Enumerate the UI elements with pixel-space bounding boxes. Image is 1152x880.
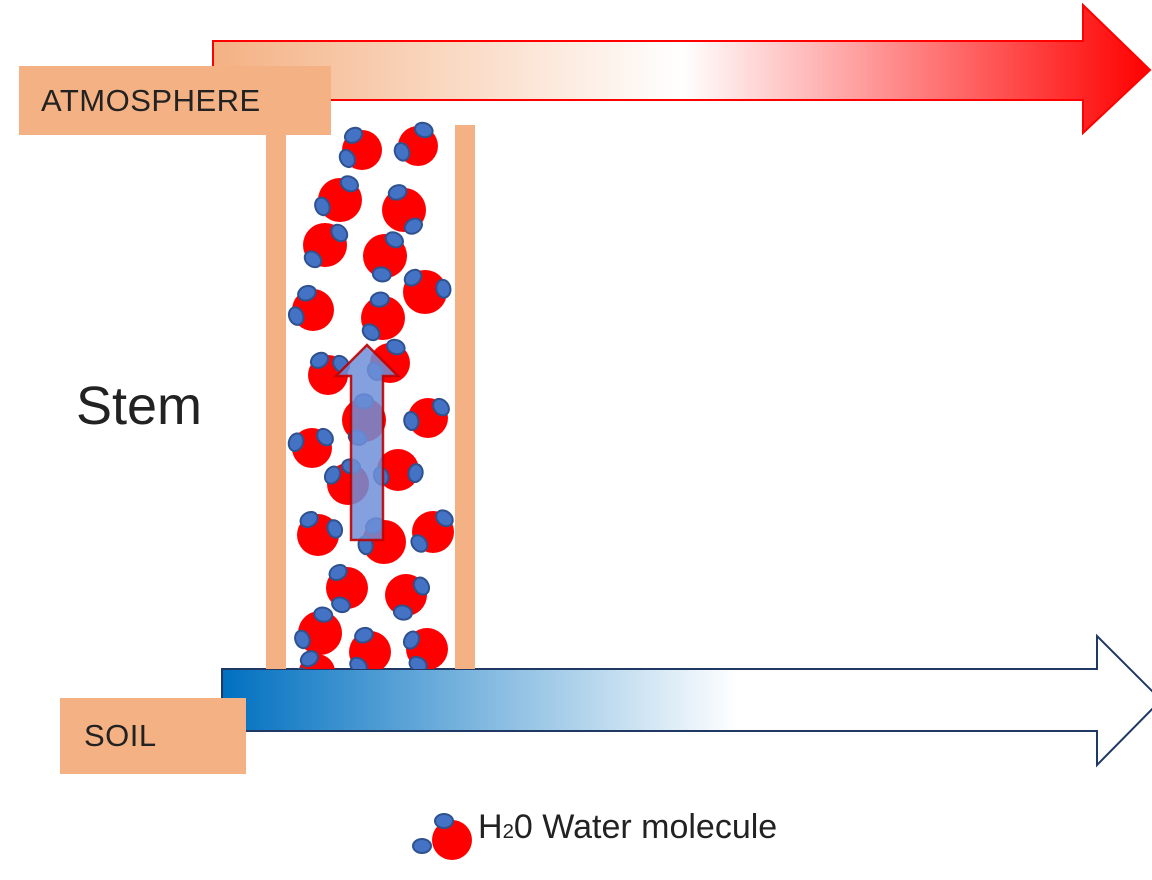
hydrogen-atom xyxy=(294,629,311,650)
legend-hydrogen-atom xyxy=(412,838,432,854)
hydrogen-atom xyxy=(386,338,406,356)
upward-flow-arrow xyxy=(332,343,402,542)
hydrogen-atom xyxy=(313,606,334,623)
water-molecule xyxy=(385,574,431,621)
water-molecule xyxy=(297,510,344,556)
hydrogen-atom xyxy=(361,323,381,342)
hydrogen-atom xyxy=(403,411,420,431)
hydrogen-atom xyxy=(294,667,311,669)
hydrogen-atom xyxy=(287,432,305,452)
water-molecule xyxy=(303,223,349,269)
hydrogen-atom xyxy=(393,142,411,162)
hydrogen-atom xyxy=(299,650,319,668)
water-molecule xyxy=(403,397,450,438)
water-molecule xyxy=(287,284,334,331)
hydrogen-atom xyxy=(407,463,424,484)
molecule-group xyxy=(287,121,454,669)
water-molecule xyxy=(402,628,448,669)
water-molecule xyxy=(410,509,454,553)
water-molecule xyxy=(372,449,424,491)
legend-formula-base: H xyxy=(478,808,503,846)
legend-formula-rest: 0 xyxy=(513,808,533,846)
water-molecule xyxy=(338,126,382,170)
hydrogen-atom xyxy=(408,655,428,669)
hydrogen-atom xyxy=(328,563,348,582)
stem-tube-wall-left xyxy=(266,127,286,669)
water-molecule xyxy=(403,268,452,314)
hydrogen-atom xyxy=(371,266,392,283)
water-molecule xyxy=(314,175,362,222)
hydrogen-atom xyxy=(392,604,413,621)
hydrogen-atom xyxy=(309,351,330,369)
water-molecule xyxy=(382,184,426,235)
hydrogen-atom xyxy=(414,121,434,139)
hydrogen-atom xyxy=(349,656,368,669)
hydrogen-atom xyxy=(316,427,334,447)
hydrogen-atom xyxy=(369,291,390,308)
legend-oxygen-atom xyxy=(432,820,472,860)
water-molecule xyxy=(349,626,391,669)
water-molecule xyxy=(287,427,334,468)
hydrogen-atom xyxy=(339,175,359,193)
water-molecule xyxy=(393,121,438,166)
hydrogen-atom xyxy=(432,397,450,417)
water-molecule xyxy=(326,563,368,614)
hydrogen-atom xyxy=(402,630,421,650)
legend-formula-sub: 2 xyxy=(502,821,514,844)
hydrogen-atom xyxy=(343,126,364,144)
hydrogen-atom xyxy=(331,596,351,614)
hydrogen-atom xyxy=(412,576,431,596)
soil-label: SOIL xyxy=(60,698,246,774)
legend-text: Water molecule xyxy=(532,808,778,846)
water-molecule xyxy=(363,231,407,283)
hydrogen-atom xyxy=(297,284,317,302)
hydrogen-atom xyxy=(323,465,342,485)
hydrogen-atom xyxy=(387,184,408,201)
hydrogen-atom xyxy=(338,148,356,169)
hydrogen-atom xyxy=(330,223,349,243)
water-molecule-legend-icon xyxy=(412,813,472,860)
hydrogen-atom xyxy=(326,519,344,539)
water-molecule xyxy=(294,606,342,655)
hydrogen-atom xyxy=(384,231,404,249)
hydrogen-atom xyxy=(403,268,423,287)
hydrogen-atom xyxy=(314,196,331,217)
stem-tube-wall-right xyxy=(455,125,475,669)
hydrogen-atom xyxy=(435,278,452,299)
water-molecules xyxy=(287,121,454,669)
hydrogen-atom xyxy=(303,250,323,269)
atmosphere-label: ATMOSPHERE xyxy=(19,66,331,135)
hydrogen-atom xyxy=(354,626,374,644)
atmosphere-gradient-arrow xyxy=(212,2,1152,136)
hydrogen-atom xyxy=(299,510,319,529)
hydrogen-atom xyxy=(410,534,429,553)
hydrogen-atom xyxy=(403,217,423,235)
soil-gradient-arrow xyxy=(221,633,1152,768)
stem-label: Stem xyxy=(76,376,203,436)
water-molecule xyxy=(294,650,335,669)
hydrogen-atom xyxy=(287,306,305,326)
water-molecule xyxy=(361,291,405,342)
legend-hydrogen-atom xyxy=(434,813,454,829)
hydrogen-atom xyxy=(435,509,454,528)
